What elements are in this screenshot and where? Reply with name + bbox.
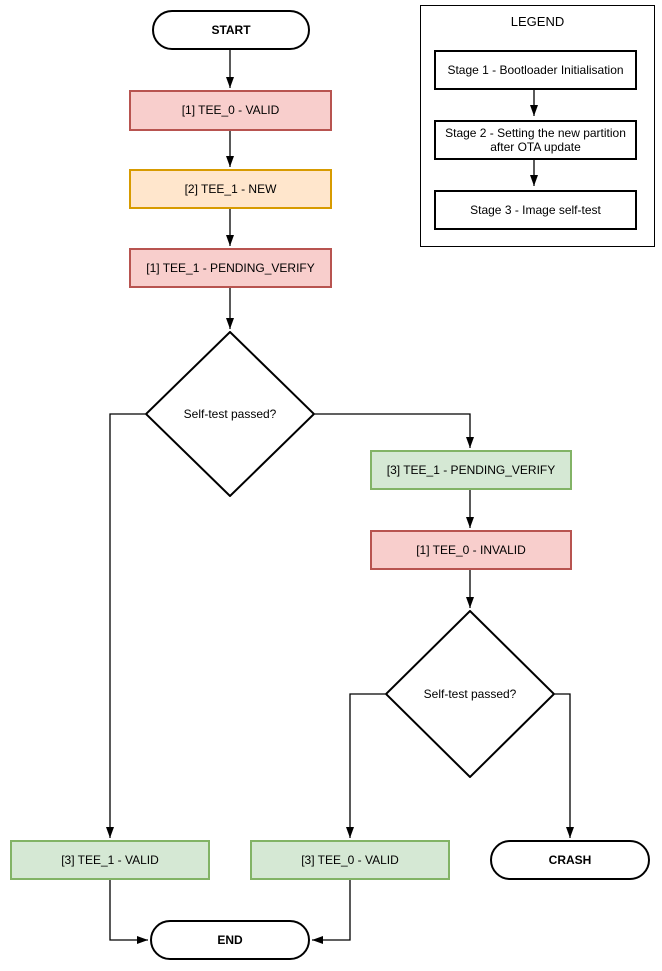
- node-label: Self-test passed?: [423, 686, 517, 701]
- node-label: [1] TEE_1 - PENDING_VERIFY: [146, 260, 315, 275]
- legend-title: LEGEND: [510, 14, 565, 29]
- node-label: [2] TEE_1 - NEW: [184, 181, 277, 196]
- node-label: END: [217, 932, 243, 947]
- node-label: START: [211, 22, 251, 37]
- node-label: CRASH: [548, 852, 592, 867]
- node-decision-selftest-2: Self-test passed?: [385, 610, 555, 778]
- node-label: [1] TEE_0 - VALID: [181, 103, 280, 117]
- diamond-shape: [145, 331, 315, 497]
- node-start: START: [152, 10, 310, 50]
- node-label: [1] TEE_0 - INVALID: [416, 542, 526, 557]
- edge-decision2-to-tee0valid3: [346, 693, 385, 838]
- legend-item-label: Stage 3 - Image self-test: [470, 202, 601, 217]
- node-label: [3] TEE_1 - PENDING_VERIFY: [386, 462, 556, 477]
- edge-tee1valid3-to-end: [109, 880, 148, 944]
- edge-tee0valid3-to-end: [312, 880, 351, 944]
- node-tee1-new-stage2: [2] TEE_1 - NEW: [129, 169, 332, 209]
- node-label: Self-test passed?: [183, 406, 277, 421]
- legend-item-stage1: Stage 1 - Bootloader Initialisation: [434, 50, 637, 90]
- node-label: [3] TEE_0 - VALID: [301, 852, 399, 867]
- edge-decision2-to-crash: [555, 693, 574, 838]
- legend-item-stage2: Stage 2 - Setting the new partition afte…: [434, 120, 637, 160]
- node-label: [3] TEE_1 - VALID: [61, 852, 159, 867]
- node-tee0-invalid-stage1: [1] TEE_0 - INVALID: [370, 530, 572, 570]
- node-tee0-valid-stage1: [1] TEE_0 - VALID: [129, 90, 332, 131]
- legend-item-stage3: Stage 3 - Image self-test: [434, 190, 637, 230]
- node-tee1-pending-stage1: [1] TEE_1 - PENDING_VERIFY: [129, 248, 332, 288]
- node-tee1-pending-stage3: [3] TEE_1 - PENDING_VERIFY: [370, 450, 572, 490]
- node-tee1-valid-stage3: [3] TEE_1 - VALID: [10, 840, 210, 880]
- node-end: END: [150, 920, 310, 960]
- node-decision-selftest-1: Self-test passed?: [145, 331, 315, 497]
- node-crash: CRASH: [490, 840, 650, 880]
- node-tee0-valid-stage3: [3] TEE_0 - VALID: [250, 840, 450, 880]
- edge-decision1-to-tee1valid3: [106, 413, 145, 838]
- edge-decision1-to-tee1pending3: [315, 413, 474, 448]
- diamond-shape: [385, 610, 555, 778]
- legend-item-label: Stage 2 - Setting the new partition afte…: [445, 125, 626, 154]
- legend-item-label: Stage 1 - Bootloader Initialisation: [447, 62, 624, 77]
- legend-panel: LEGEND Stage 1 - Bootloader Initialisati…: [420, 5, 655, 247]
